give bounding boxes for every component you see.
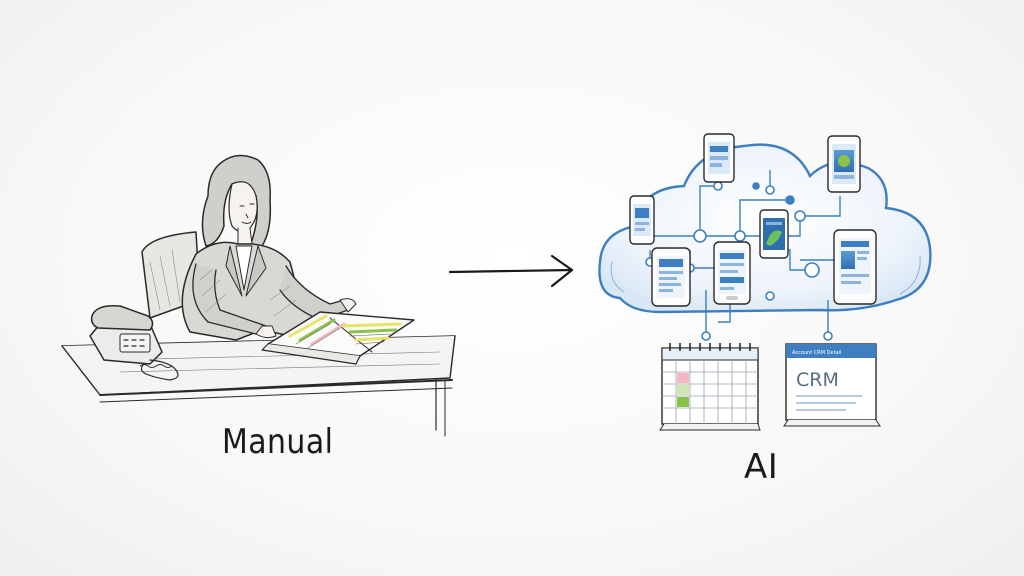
open-binder <box>261 311 415 365</box>
smartphone-icon <box>759 209 789 259</box>
right-arrow-icon <box>448 254 574 288</box>
woman-at-desk <box>181 154 357 341</box>
cloud-network: Account CRM Detail CRM <box>598 133 932 431</box>
manual-scene <box>61 154 456 437</box>
crm-window-icon: Account CRM Detail CRM <box>783 343 881 427</box>
manual-label: Manual <box>222 422 334 462</box>
smartphone-icon <box>629 195 655 245</box>
smartphone-icon <box>703 133 735 183</box>
smartphone-icon <box>651 247 691 307</box>
crm-window-header: Account CRM Detail <box>792 350 841 356</box>
smartphone-icon <box>827 135 861 193</box>
ai-label: AI <box>744 447 779 487</box>
calendar-icon <box>659 343 761 431</box>
crm-window-title: CRM <box>796 369 839 391</box>
telephone-icon <box>89 304 179 381</box>
smartphone-icon <box>833 229 877 305</box>
smartphone-icon <box>713 241 751 305</box>
